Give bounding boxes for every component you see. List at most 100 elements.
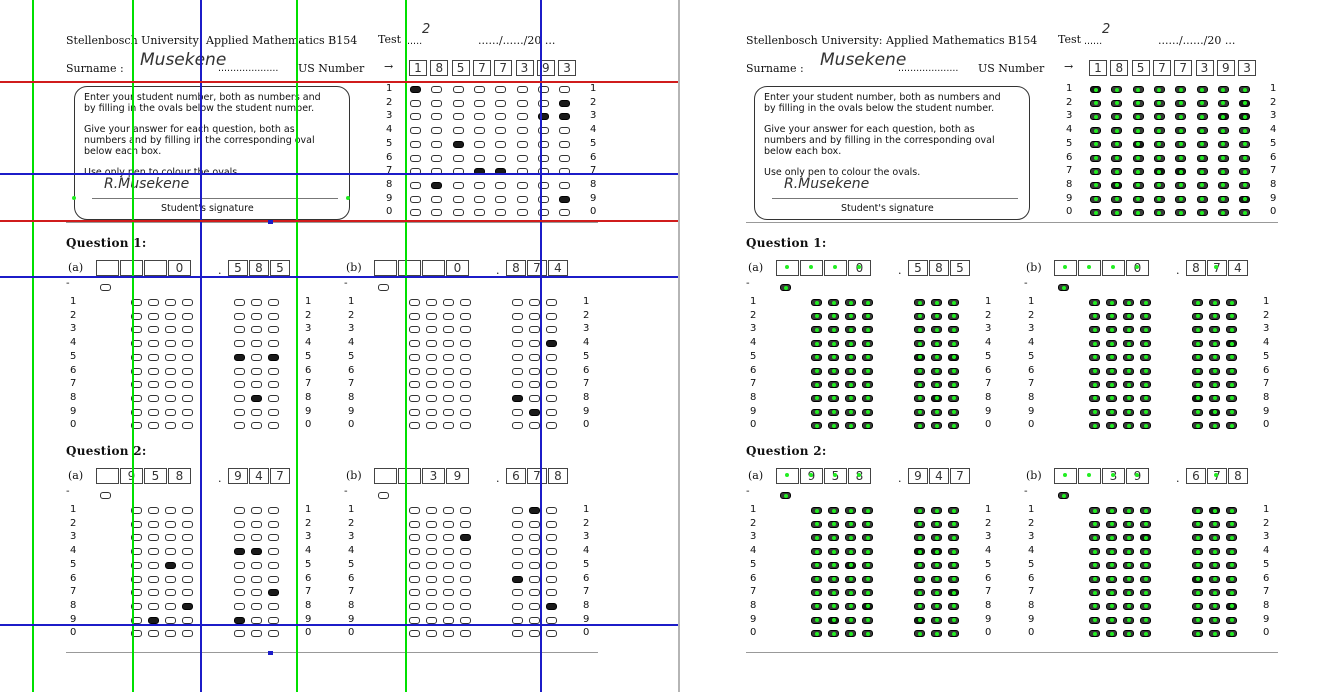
answer-oval[interactable] [426, 602, 437, 610]
answer-oval[interactable] [426, 299, 437, 306]
answer-oval[interactable] [546, 312, 557, 320]
answer-oval[interactable] [251, 589, 262, 597]
answer-oval[interactable] [131, 326, 142, 334]
answer-oval[interactable] [251, 312, 262, 320]
answer-oval[interactable] [182, 630, 193, 638]
student-number-oval[interactable] [516, 154, 528, 162]
answer-oval[interactable] [443, 326, 454, 334]
answer-oval[interactable] [409, 630, 420, 638]
answer-oval[interactable] [460, 548, 471, 556]
answer-oval[interactable] [148, 630, 159, 638]
answer-oval[interactable] [148, 367, 159, 375]
answer-oval[interactable] [529, 422, 540, 430]
answer-oval[interactable] [443, 353, 454, 361]
answer-oval[interactable] [460, 589, 471, 597]
answer-oval[interactable] [529, 630, 540, 638]
answer-oval[interactable] [460, 630, 471, 638]
answer-oval[interactable] [512, 394, 523, 402]
answer-oval[interactable] [460, 520, 471, 528]
answer-oval[interactable] [131, 381, 142, 389]
answer-oval[interactable] [409, 589, 420, 597]
answer-oval[interactable] [234, 312, 245, 320]
student-number-oval[interactable] [537, 154, 549, 162]
answer-oval[interactable] [148, 394, 159, 402]
answer-oval[interactable] [529, 326, 540, 334]
answer-oval[interactable] [234, 520, 245, 528]
answer-oval[interactable] [268, 507, 279, 514]
answer-oval[interactable] [409, 340, 420, 348]
student-number-oval[interactable] [410, 209, 421, 217]
answer-oval[interactable] [165, 381, 176, 389]
answer-oval[interactable] [165, 575, 176, 583]
answer-oval[interactable] [251, 616, 262, 624]
answer-oval[interactable] [148, 408, 159, 416]
answer-oval[interactable] [546, 367, 557, 375]
student-number-oval[interactable] [559, 181, 571, 189]
answer-oval[interactable] [251, 299, 262, 306]
answer-oval[interactable] [529, 561, 540, 569]
student-number-oval[interactable] [537, 86, 549, 93]
answer-oval[interactable] [268, 520, 279, 528]
answer-oval[interactable] [268, 367, 279, 375]
answer-oval[interactable] [529, 394, 540, 402]
answer-oval[interactable] [426, 422, 437, 430]
answer-oval[interactable] [131, 394, 142, 402]
answer-oval[interactable] [512, 367, 523, 375]
student-number-oval[interactable] [473, 86, 485, 93]
answer-oval[interactable] [426, 312, 437, 320]
answer-oval[interactable] [512, 575, 523, 583]
answer-oval[interactable] [529, 507, 540, 514]
student-number-oval[interactable] [559, 209, 571, 217]
student-number-oval[interactable] [537, 140, 549, 148]
answer-oval[interactable] [148, 548, 159, 556]
answer-oval[interactable] [460, 381, 471, 389]
answer-oval[interactable] [460, 326, 471, 334]
answer-oval[interactable] [234, 381, 245, 389]
answer-oval[interactable] [512, 381, 523, 389]
answer-oval[interactable] [182, 326, 193, 334]
student-number-oval[interactable] [537, 209, 549, 217]
answer-oval[interactable] [182, 534, 193, 542]
answer-oval[interactable] [426, 326, 437, 334]
student-number-oval[interactable] [473, 99, 485, 107]
answer-oval[interactable] [512, 408, 523, 416]
student-number-oval[interactable] [516, 127, 528, 135]
answer-oval[interactable] [165, 561, 176, 569]
answer-oval[interactable] [148, 422, 159, 430]
answer-oval[interactable] [512, 548, 523, 556]
answer-oval[interactable] [460, 602, 471, 610]
answer-oval[interactable] [409, 507, 420, 514]
answer-oval[interactable] [131, 534, 142, 542]
student-number-oval[interactable] [516, 86, 528, 93]
student-number-oval[interactable] [431, 154, 443, 162]
answer-oval[interactable] [165, 326, 176, 334]
answer-oval[interactable] [165, 353, 176, 361]
student-number-oval[interactable] [410, 154, 421, 162]
answer-oval[interactable] [426, 548, 437, 556]
answer-oval[interactable] [131, 561, 142, 569]
answer-oval[interactable] [148, 534, 159, 542]
answer-oval[interactable] [546, 561, 557, 569]
answer-oval[interactable] [148, 507, 159, 514]
answer-oval[interactable] [409, 561, 420, 569]
answer-oval[interactable] [234, 326, 245, 334]
answer-oval[interactable] [251, 534, 262, 542]
student-number-oval[interactable] [410, 127, 421, 135]
student-number-oval[interactable] [452, 113, 464, 121]
answer-oval[interactable] [443, 367, 454, 375]
answer-oval[interactable] [443, 381, 454, 389]
answer-oval[interactable] [512, 534, 523, 542]
answer-oval[interactable] [546, 408, 557, 416]
student-number-oval[interactable] [516, 140, 528, 148]
answer-oval[interactable] [409, 299, 420, 306]
answer-oval[interactable] [460, 408, 471, 416]
answer-oval[interactable] [131, 589, 142, 597]
answer-oval[interactable] [512, 520, 523, 528]
answer-oval[interactable] [460, 394, 471, 402]
answer-oval[interactable] [512, 340, 523, 348]
answer-oval[interactable] [409, 326, 420, 334]
answer-oval[interactable] [148, 575, 159, 583]
answer-oval[interactable] [443, 561, 454, 569]
answer-oval[interactable] [426, 520, 437, 528]
student-number-oval[interactable] [559, 127, 571, 135]
